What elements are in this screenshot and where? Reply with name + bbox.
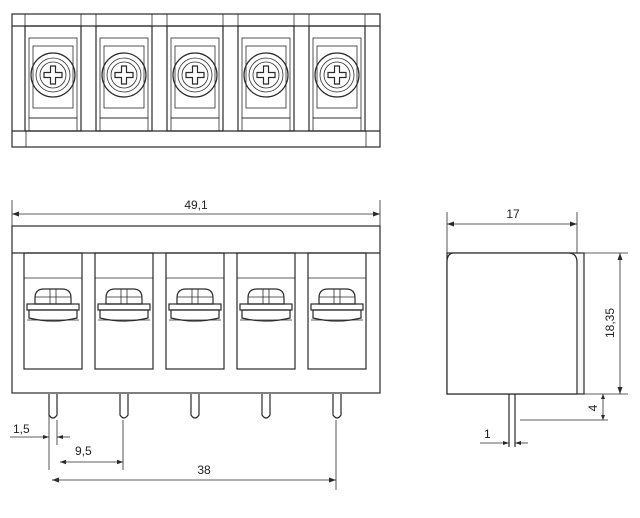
dimension-pin-thickness: 1 [480, 427, 528, 445]
dimension-overall-length-label: 49,1 [184, 198, 208, 212]
front-view-cells [23, 252, 367, 370]
dimension-pin-thickness-label: 1 [484, 427, 491, 441]
dimension-pin-offset-label: 1,5 [13, 422, 30, 436]
dimension-pin-span: 38 [52, 420, 337, 490]
top-terminal [308, 13, 366, 132]
dimension-pin-below-label: 4 [586, 404, 600, 411]
pin [119, 394, 129, 419]
pin [261, 394, 271, 419]
side-view-body [446, 252, 578, 395]
dimension-pitch-label: 9,5 [75, 444, 92, 458]
pin [48, 394, 58, 419]
front-terminal [236, 252, 296, 370]
pin [190, 394, 200, 419]
dimension-depth-label: 17 [506, 207, 520, 221]
front-view [11, 225, 381, 419]
dimension-pin-offset: 1,5 [10, 395, 70, 470]
dimension-height-label: 18,35 [603, 308, 617, 338]
front-terminal [307, 252, 367, 370]
top-terminal [95, 13, 153, 132]
side-view [446, 252, 585, 447]
screw-head-icon [101, 52, 147, 98]
top-view [11, 13, 381, 148]
screw-head-icon [314, 52, 360, 98]
dimension-pin-span-label: 38 [197, 463, 211, 477]
top-terminal [166, 13, 224, 132]
top-terminal [24, 13, 82, 132]
front-terminal [23, 252, 83, 370]
top-terminal [237, 13, 295, 132]
pin [332, 394, 342, 419]
dimension-height: 18,35 [577, 252, 628, 395]
dimension-overall-length: 49,1 [11, 198, 381, 226]
top-view-cells [24, 13, 366, 132]
screw-head-icon [30, 52, 76, 98]
front-terminal [94, 252, 154, 370]
dimension-depth: 17 [446, 207, 578, 253]
screw-head-icon [243, 52, 289, 98]
front-view-pins [48, 394, 342, 419]
screw-head-icon [172, 52, 218, 98]
front-terminal [165, 252, 225, 370]
dimension-pitch: 9,5 [60, 420, 124, 470]
dimension-pin-below: 4 [520, 394, 608, 421]
